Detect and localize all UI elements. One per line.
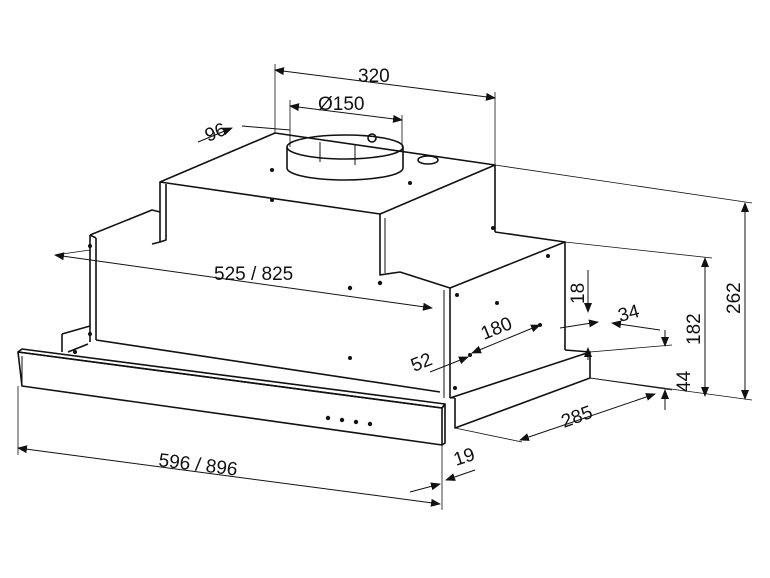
dim-label-34: 34 xyxy=(616,301,642,327)
dim-label-285: 285 xyxy=(559,402,596,433)
dim-label-front-width: 596 / 896 xyxy=(157,450,238,481)
dim-label-top-width: 320 xyxy=(358,66,390,87)
dim-label-duct-offset: 96 xyxy=(202,119,229,146)
dim-label-19: 19 xyxy=(451,444,478,471)
dim-label-262: 262 xyxy=(724,282,745,314)
dim-label-52: 52 xyxy=(408,349,435,376)
dim-label-182: 182 xyxy=(684,313,705,345)
dimension-lines xyxy=(17,64,753,510)
front-panel xyxy=(17,348,446,446)
dim-label-18: 18 xyxy=(568,283,589,304)
dim-label-body-width: 525 / 825 xyxy=(214,264,293,285)
upper-box xyxy=(151,132,496,276)
dim-label-180: 180 xyxy=(478,313,515,344)
dim-label-44: 44 xyxy=(674,370,695,392)
duct-collar xyxy=(270,133,495,230)
dim-label-duct-diameter: Ø150 xyxy=(318,94,364,115)
lower-body xyxy=(61,209,566,398)
